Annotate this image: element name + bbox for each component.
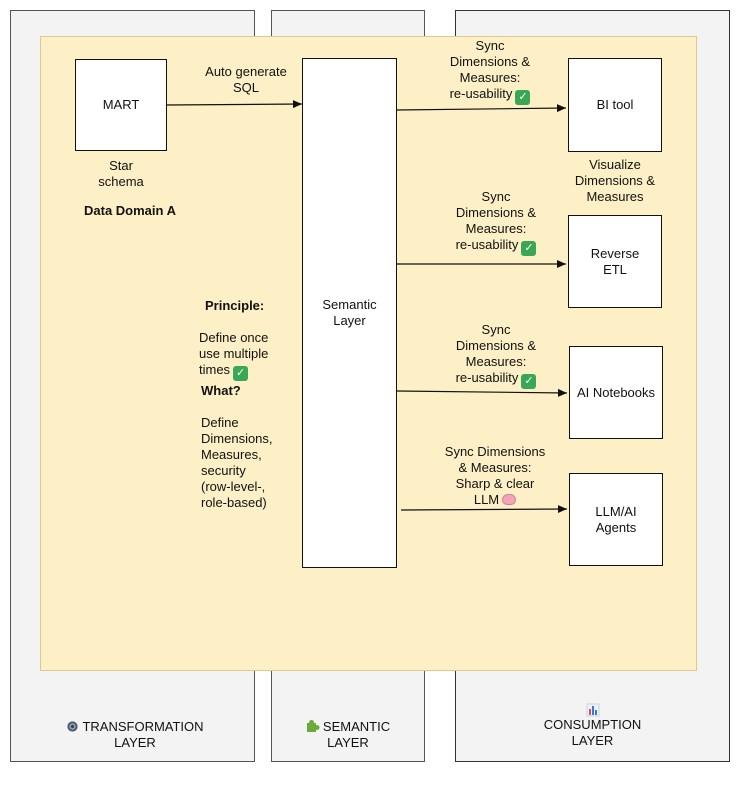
check-icon: ✓ xyxy=(233,366,249,381)
mart-label: MART xyxy=(102,97,140,112)
principle-block: Principle: Define once use multiple time… xyxy=(199,282,299,381)
ai-notebooks-sync-label: Sync Dimensions & Measures: re-usability… xyxy=(455,322,537,389)
check-icon: ✓ xyxy=(521,241,537,256)
what-heading: What? xyxy=(201,383,241,398)
auto-generate-sql-label: Auto generate SQL xyxy=(205,64,287,95)
bi-tool-caption: Visualize Dimensions & Measures xyxy=(574,157,656,204)
transformation-layer-label: TRANSFORMATION LAYER xyxy=(55,703,215,751)
arrow-semantic-to-bi xyxy=(396,104,567,113)
bi-tool-box[interactable]: BI tool xyxy=(568,58,662,152)
check-icon: ✓ xyxy=(515,90,531,105)
reverse-etl-sync-label: Sync Dimensions & Measures: re-usability… xyxy=(455,189,537,256)
semantic-layer-lane-label: SEMANTIC LAYER xyxy=(292,703,404,751)
reverse-etl-label: Reverse ETL xyxy=(590,245,640,277)
llm-sync-label: Sync Dimensions & Measures: Sharp & clea… xyxy=(444,444,546,507)
ai-notebooks-label: AI Notebooks xyxy=(576,384,656,400)
arrow-mart-to-semantic xyxy=(166,100,303,109)
llm-agents-label: LLM/AI Agents xyxy=(595,503,637,535)
puzzle-icon xyxy=(306,720,320,732)
arrow-semantic-to-llm xyxy=(400,505,568,514)
gear-icon xyxy=(67,721,79,732)
semantic-layer-label: Semantic Layer xyxy=(322,297,377,328)
arrow-semantic-to-ai-notebooks xyxy=(396,388,568,397)
mart-box[interactable]: MART xyxy=(75,59,167,151)
principle-text: Define once use multiple times xyxy=(199,330,269,377)
mart-caption: Star schema xyxy=(98,158,144,189)
llm-agents-box[interactable]: LLM/AI Agents xyxy=(569,473,663,566)
principle-heading: Principle: xyxy=(205,298,265,313)
what-text: Define Dimensions, Measures, security (r… xyxy=(201,415,273,510)
bi-sync-label: Sync Dimensions & Measures: re-usability… xyxy=(449,38,531,105)
check-icon: ✓ xyxy=(521,374,537,389)
brain-icon xyxy=(502,494,517,505)
what-block: What? Define Dimensions, Measures, secur… xyxy=(201,367,291,511)
bar-chart-icon xyxy=(586,703,599,717)
ai-notebooks-box[interactable]: AI Notebooks xyxy=(569,346,663,439)
semantic-layer-box[interactable]: Semantic Layer xyxy=(302,58,397,568)
reverse-etl-box[interactable]: Reverse ETL xyxy=(568,215,662,308)
data-domain-name: Data Domain A xyxy=(84,203,176,218)
bi-tool-label: BI tool xyxy=(596,97,634,112)
consumption-layer-label: CONSUMPTION LAYER xyxy=(520,687,665,749)
